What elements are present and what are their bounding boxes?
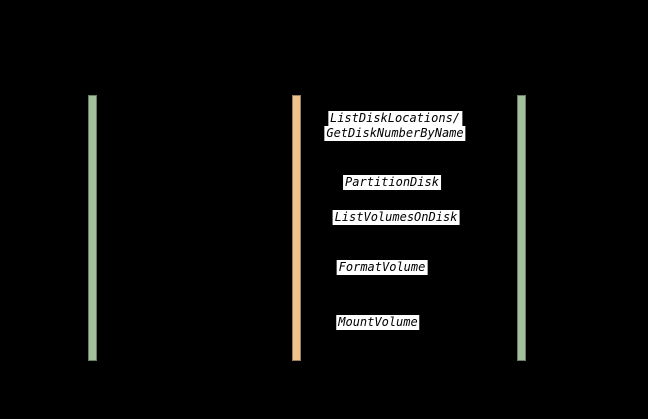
lifeline-activation-right [517,95,526,361]
message-label-formatvolume: FormatVolume [336,260,428,275]
message-label-mountvolume: MountVolume [336,315,420,330]
message-label-partitiondisk: PartitionDisk [343,175,441,190]
message-label-line: FormatVolume [336,260,428,275]
lifeline-activation-middle [292,95,301,361]
message-label-line: GetDiskNumberByName [324,126,466,141]
message-label-listvolumesondisk: ListVolumesOnDisk [332,210,460,225]
message-label-line: ListDiskLocations/ [327,111,463,126]
message-label-listdisklocations: ListDiskLocations/ GetDiskNumberByName [324,111,466,141]
lifeline-activation-left [88,95,97,361]
message-label-line: MountVolume [336,315,420,330]
message-label-line: PartitionDisk [343,175,441,190]
message-label-line: ListVolumesOnDisk [332,210,460,225]
